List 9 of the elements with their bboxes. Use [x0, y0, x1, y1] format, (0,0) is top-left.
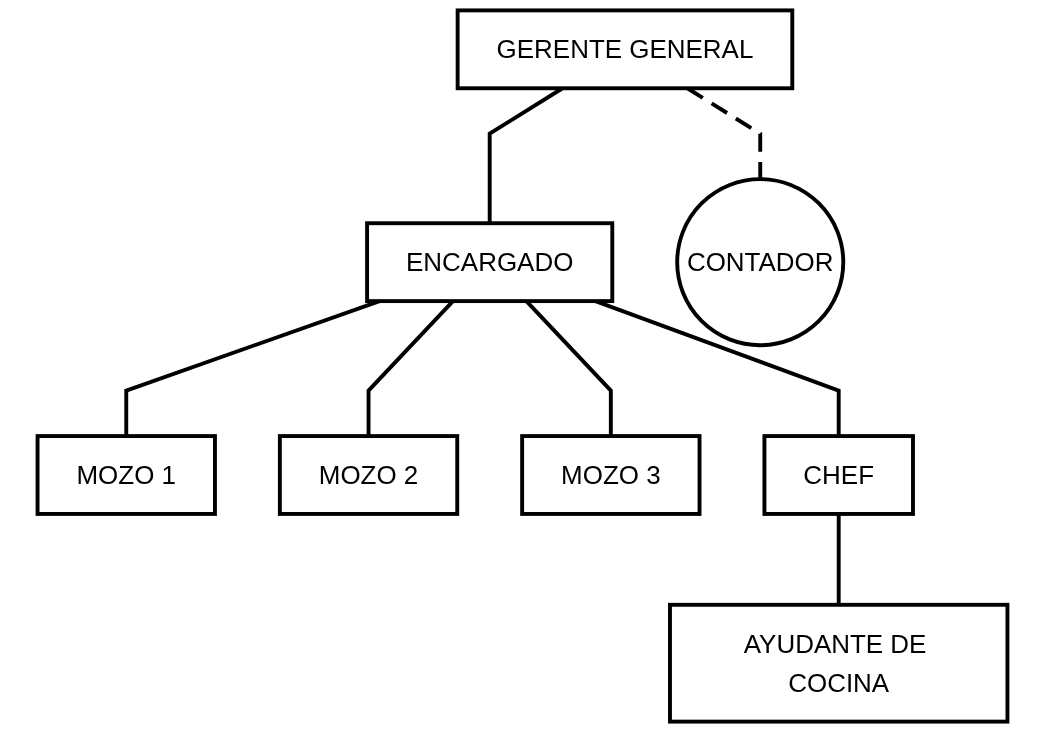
connector [836, 513, 841, 605]
node-box: ENCARGADO [365, 221, 615, 304]
node-box: AYUDANTE DE COCINA [668, 602, 1010, 724]
node-box: MOZO 1 [35, 434, 217, 516]
node-box: GERENTE GENERAL [455, 8, 795, 91]
node-box: CHEF [762, 434, 915, 516]
node-circle: CONTADOR [675, 177, 846, 348]
node-box: MOZO 3 [520, 434, 702, 516]
node-box: MOZO 2 [277, 434, 460, 516]
